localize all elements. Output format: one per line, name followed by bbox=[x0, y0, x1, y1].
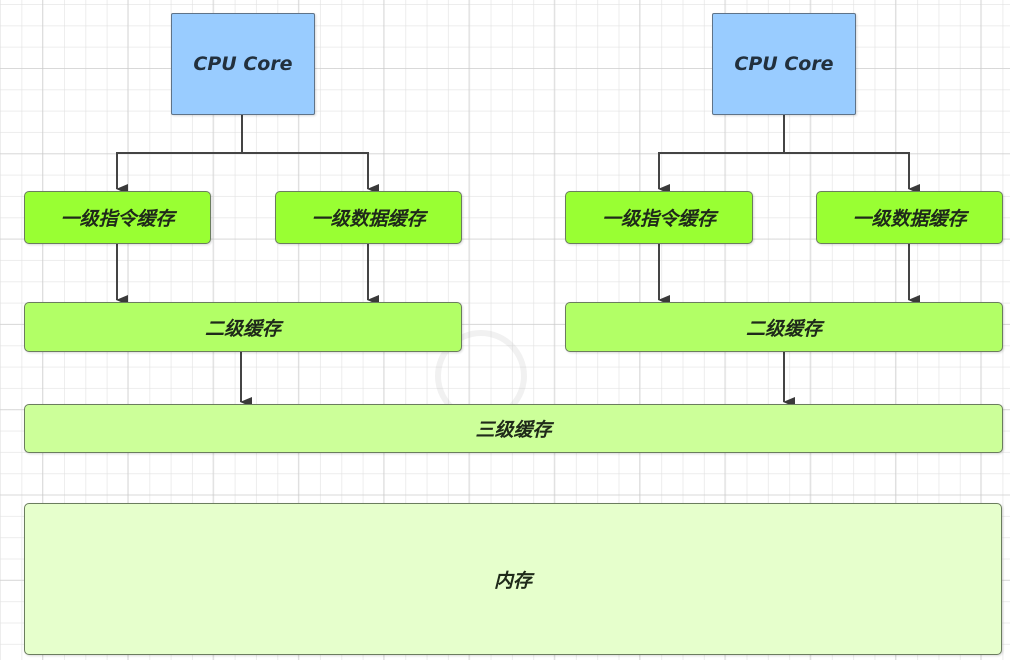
core-0-cpu-node[interactable]: CPU Core bbox=[171, 13, 315, 115]
l3-label: 三级缓存 bbox=[475, 419, 552, 441]
core-1-l2-cache-node[interactable]: 二级缓存 bbox=[565, 302, 1003, 352]
core-1-cpu-label: CPU Core bbox=[734, 53, 834, 75]
edge-core0-cpu-to-l1d bbox=[242, 152, 379, 194]
core-0-cpu-label: CPU Core bbox=[193, 53, 293, 75]
core-1-l2-label: 二级缓存 bbox=[745, 317, 822, 340]
core-0-l1-instruction-cache-node[interactable]: 一级指令缓存 bbox=[24, 191, 211, 244]
core-1-cpu-node[interactable]: CPU Core bbox=[712, 13, 856, 115]
core-0-l1d-label: 一级数据缓存 bbox=[311, 208, 426, 230]
edge-core0-cpu-to-l1i bbox=[116, 152, 242, 194]
core-0-l2-label: 二级缓存 bbox=[204, 317, 281, 340]
memory-label: 内存 bbox=[493, 569, 532, 592]
core-1-l1-instruction-cache-node[interactable]: 一级指令缓存 bbox=[565, 191, 753, 244]
core-0-l1-data-cache-node[interactable]: 一级数据缓存 bbox=[275, 191, 462, 244]
core-1-l1d-label: 一级数据缓存 bbox=[852, 208, 967, 230]
core-1-l1i-label: 一级指令缓存 bbox=[601, 208, 716, 230]
core-0-l1i-label: 一级指令缓存 bbox=[60, 208, 175, 230]
core-1-l1-data-cache-node[interactable]: 一级数据缓存 bbox=[816, 191, 1003, 244]
core-0-l2-cache-node[interactable]: 二级缓存 bbox=[24, 302, 462, 352]
edge-core1-cpu-to-l1d bbox=[784, 152, 920, 194]
memory-node[interactable]: 内存 bbox=[24, 503, 1002, 655]
l3-cache-node[interactable]: 三级缓存 bbox=[24, 404, 1003, 453]
edge-core1-cpu-to-l1i bbox=[658, 152, 784, 194]
